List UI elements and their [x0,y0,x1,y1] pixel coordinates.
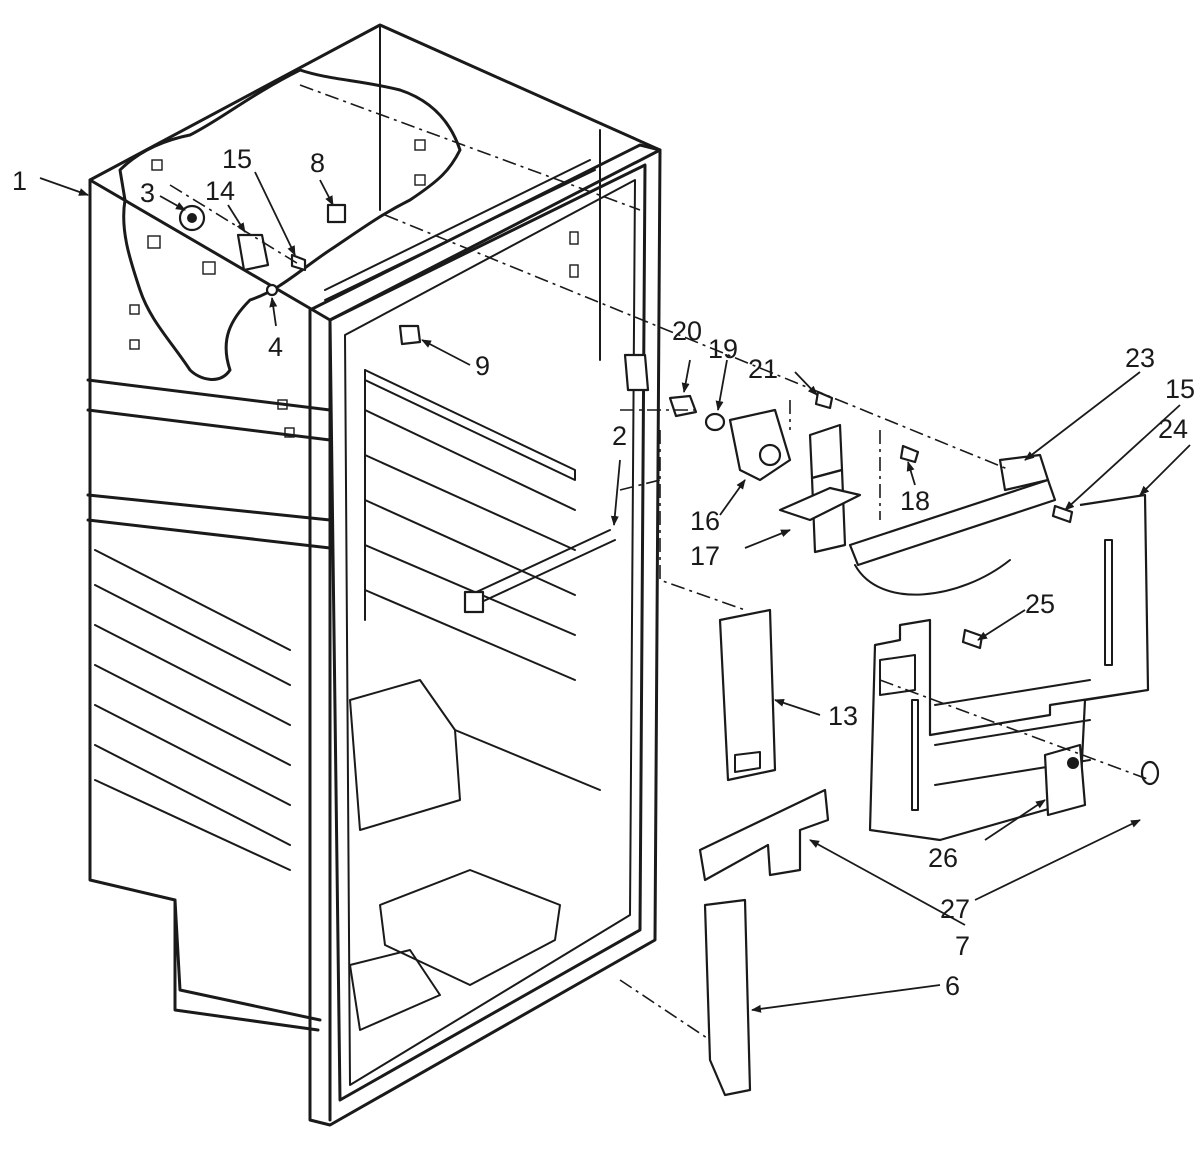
callout-16: 16 [690,506,720,536]
cutaway-parts [178,203,422,346]
part-18-screw [899,444,920,464]
callout-18: 18 [900,486,930,516]
callout-27: 27 [940,894,970,924]
callout-24: 24 [1158,414,1188,444]
callout-15: 15 [222,144,252,174]
fan-assembly [668,390,1160,842]
callout-20: 20 [672,316,702,346]
part-13-duct [718,608,777,782]
callout-9: 9 [475,351,490,381]
part-9-clip [398,324,422,346]
callout-17: 17 [690,541,720,571]
callout-13: 13 [828,701,858,731]
callout-25: 25 [1025,589,1055,619]
part-14-control [236,233,270,272]
part-6-cover [703,898,752,1097]
callout-7: 7 [955,931,970,961]
callout-3: 3 [140,178,155,208]
part-19-washer [704,412,726,432]
refrigerator-cabinet [86,23,662,1127]
callout-26: 26 [928,843,958,873]
callout-arrows [39,171,1191,1013]
part-15-screw [290,253,307,272]
part-21-screw [814,390,834,410]
duct-parts [698,608,830,1097]
part-4-screw [265,283,279,297]
part-26-plate [1043,743,1087,817]
callout-4: 4 [268,332,283,362]
callout-15-right: 15 [1165,374,1195,404]
callout-6: 6 [945,971,960,1001]
callout-21: 21 [748,354,778,384]
part-8-switch [326,203,347,224]
part-20-grommet [668,394,698,418]
alignment-lines [169,84,1151,1041]
part-7-damper [698,788,830,882]
callout-19: 19 [708,334,738,364]
callout-8: 8 [310,148,325,178]
part-27-plug [1140,760,1160,786]
callout-14: 14 [205,176,235,206]
part-16-fan-motor [728,408,792,482]
part-15-screw-right [1051,504,1074,524]
callout-labels: 1 2 3 4 6 7 8 9 13 14 15 15 16 17 18 19 … [12,144,1195,1001]
part-17-fan-blade [808,423,844,480]
callout-23: 23 [1125,343,1155,373]
callout-2: 2 [612,421,627,451]
callout-1: 1 [12,166,27,196]
